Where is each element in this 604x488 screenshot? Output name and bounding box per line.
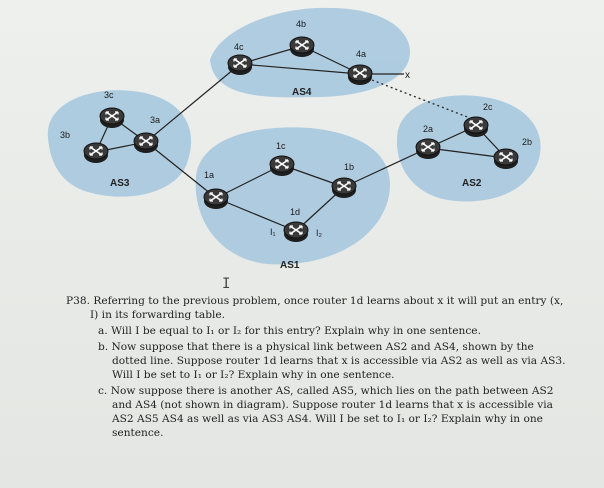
part-a-text: Will I be equal to I₁ or I₂ for this ent… <box>111 325 481 337</box>
part-c-letter: c. <box>98 385 108 397</box>
router-1b-icon <box>331 177 357 199</box>
router-4c-icon <box>227 54 253 76</box>
label-2c: 2c <box>483 102 493 112</box>
destination-x: x <box>405 70 410 81</box>
router-2c-icon <box>463 116 489 138</box>
as3-region <box>47 90 192 197</box>
label-1c: 1c <box>276 141 286 151</box>
problem-text: P38. Referring to the previous problem, … <box>66 294 566 440</box>
router-3a-icon <box>133 132 159 154</box>
label-1a: 1a <box>204 170 214 180</box>
router-2b-icon <box>493 148 519 170</box>
router-4a-icon <box>347 64 373 86</box>
router-1a-icon <box>203 188 229 210</box>
label-4a: 4a <box>356 49 366 59</box>
label-as1: AS1 <box>280 260 300 271</box>
part-a: a. Will I be equal to I₁ or I₂ for this … <box>66 324 566 338</box>
label-4c: 4c <box>234 42 244 52</box>
label-3a: 3a <box>150 115 160 125</box>
label-i2: I₂ <box>316 228 323 238</box>
router-3b-icon <box>83 142 109 164</box>
label-as4: AS4 <box>292 87 312 98</box>
text-cursor-icon: I <box>222 276 231 292</box>
part-c-text: Now suppose there is another AS, called … <box>110 385 554 439</box>
part-c: c. Now suppose there is another AS, call… <box>66 384 566 440</box>
problem-stem: P38. Referring to the previous problem, … <box>66 294 566 322</box>
label-1d: 1d <box>290 207 300 217</box>
problem-number: P38. <box>66 295 90 307</box>
network-diagram: x 4b 4c 4a 3c 3a 3b 1c 1a 1b 1d 2a 2c 2b… <box>47 7 541 271</box>
problem-stem-text: Referring to the previous problem, once … <box>90 295 564 321</box>
router-4b-icon <box>289 36 315 58</box>
router-1c-icon <box>269 155 295 177</box>
label-3b: 3b <box>60 130 70 140</box>
label-1b: 1b <box>344 162 354 172</box>
router-3c-icon <box>99 107 125 129</box>
label-as3: AS3 <box>110 178 130 189</box>
label-4b: 4b <box>296 19 306 29</box>
label-i1: I₁ <box>270 227 276 237</box>
label-2b: 2b <box>522 137 532 147</box>
router-2a-icon <box>415 138 441 160</box>
part-b: b. Now suppose that there is a physical … <box>66 340 566 382</box>
as1-region <box>195 127 390 265</box>
label-as2: AS2 <box>462 178 482 189</box>
router-1d-icon <box>283 221 309 243</box>
part-b-text: Now suppose that there is a physical lin… <box>111 341 566 381</box>
as2-region <box>396 95 541 202</box>
label-2a: 2a <box>423 124 433 134</box>
label-3c: 3c <box>104 90 114 100</box>
part-b-letter: b. <box>98 341 109 353</box>
part-a-letter: a. <box>98 325 108 337</box>
